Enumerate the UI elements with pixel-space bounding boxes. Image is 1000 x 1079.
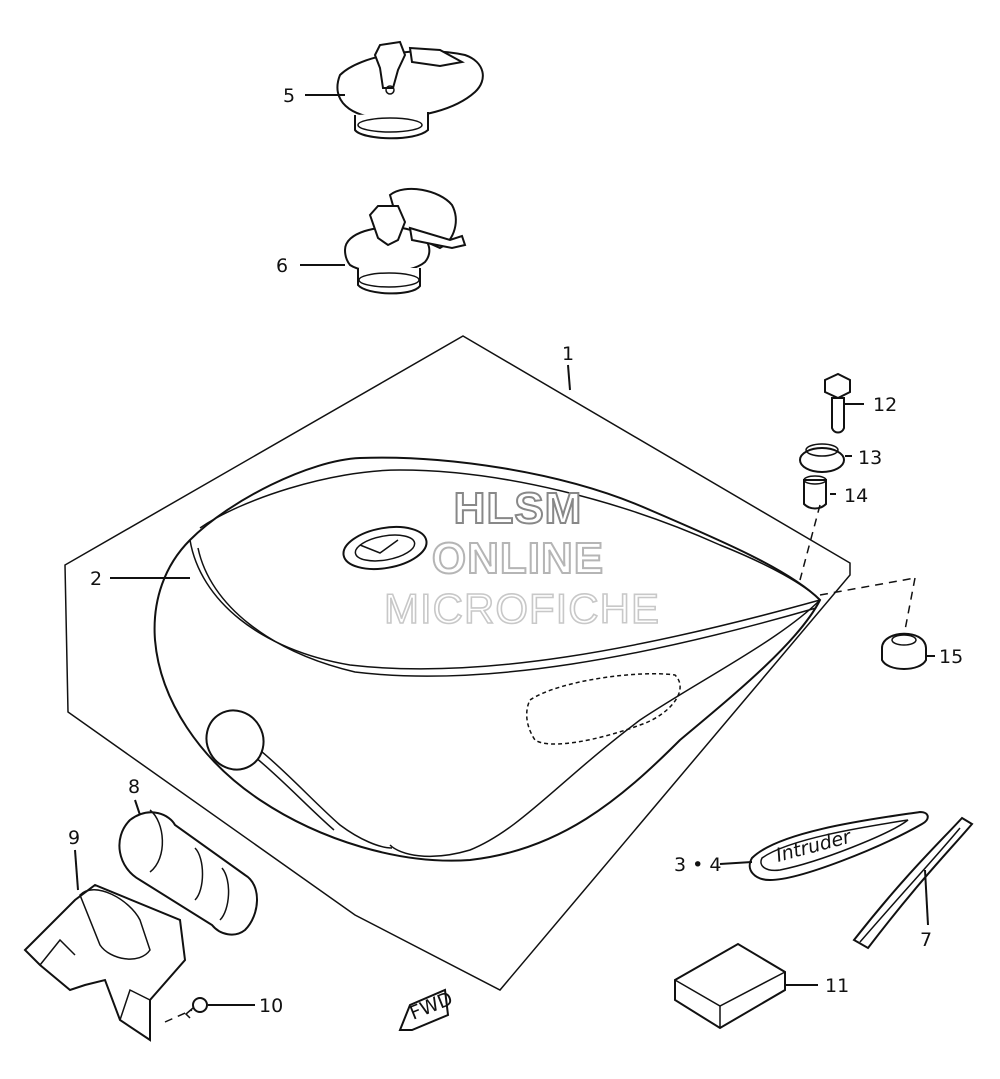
screw-part-10 bbox=[184, 997, 208, 1019]
leader-lines bbox=[74, 94, 935, 1023]
fuel-cap-with-key bbox=[343, 187, 467, 295]
watermark-line-3: MICROFICHE bbox=[384, 585, 660, 632]
callout-1: 1 bbox=[562, 343, 574, 365]
callout-labels: 5 6 1 2 12 13 14 15 3 • 4 7 11 8 9 10 bbox=[68, 85, 963, 1017]
fwd-arrow-icon: FWD bbox=[398, 988, 456, 1031]
callout-11: 11 bbox=[825, 975, 849, 997]
cushion-part-15 bbox=[881, 632, 927, 670]
callout-13: 13 bbox=[858, 447, 882, 469]
watermark: HLSM ONLINE MICROFICHE bbox=[383, 483, 660, 633]
bracket-part-9 bbox=[23, 883, 187, 1042]
spacer-part-14 bbox=[803, 475, 827, 510]
watermark-line-2: ONLINE bbox=[432, 534, 604, 583]
cushion-part-13 bbox=[799, 443, 845, 473]
callout-10: 10 bbox=[259, 995, 283, 1017]
cushion-roll-part-8 bbox=[118, 809, 258, 936]
callout-6: 6 bbox=[276, 255, 288, 277]
callout-2: 2 bbox=[90, 568, 102, 590]
callout-5: 5 bbox=[283, 85, 295, 107]
callout-8: 8 bbox=[128, 776, 140, 798]
callout-15: 15 bbox=[939, 646, 963, 668]
callout-3-4: 3 • 4 bbox=[674, 854, 721, 876]
fuel-cap-flat bbox=[336, 40, 484, 140]
kit-box-part-11 bbox=[674, 942, 786, 1030]
emblem-part-3-4: Intruder bbox=[748, 810, 929, 882]
callout-9: 9 bbox=[68, 827, 80, 849]
callout-12: 12 bbox=[873, 394, 897, 416]
fuel-tank-shape bbox=[153, 456, 822, 862]
callout-7: 7 bbox=[920, 929, 932, 951]
callout-14: 14 bbox=[844, 485, 868, 507]
stripe-part-7 bbox=[852, 816, 974, 950]
assembly-box-outline bbox=[64, 335, 851, 991]
bolt-part-12 bbox=[824, 372, 851, 434]
watermark-line-1: HLSM bbox=[454, 484, 583, 533]
